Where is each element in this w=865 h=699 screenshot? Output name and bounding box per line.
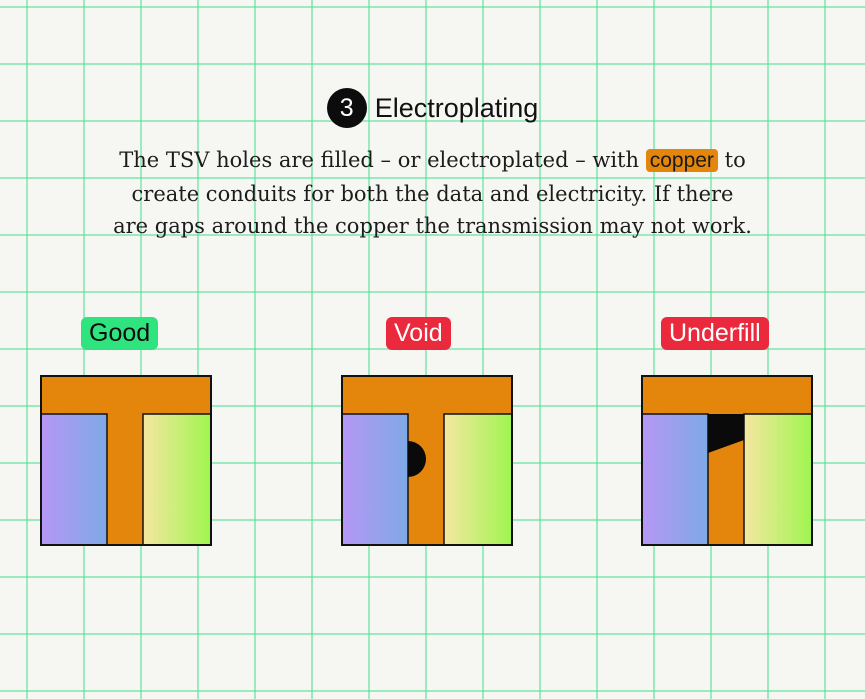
underfill-label: Underfill [661,317,769,350]
underfill-tsv-diagram [641,375,813,546]
description-text-start: The TSV holes are filled – or electropla… [119,148,640,172]
diagram-outline [40,375,212,546]
right-wafer [443,413,513,546]
diagram-outline [641,375,813,546]
void-tsv-diagram [341,375,513,546]
good-tsv-diagram [40,375,212,546]
diagram-outline [341,375,513,546]
description-text-end: to create conduits for both the data and… [113,148,752,238]
right-wafer [743,413,813,546]
void-defect [408,441,426,477]
underfill-defect [708,414,744,453]
copper-highlight: copper [645,149,718,172]
description: The TSV holes are filled – or electropla… [112,144,753,243]
left-wafer [641,413,709,546]
step-heading: 3 Electroplating [0,88,865,128]
step-title: Electroplating [374,92,539,123]
left-wafer [341,413,409,546]
step-number-badge: 3 [326,88,367,128]
void-label: Void [386,317,451,350]
good-label: Good [81,317,159,350]
right-wafer [142,413,212,546]
left-wafer [40,413,108,546]
